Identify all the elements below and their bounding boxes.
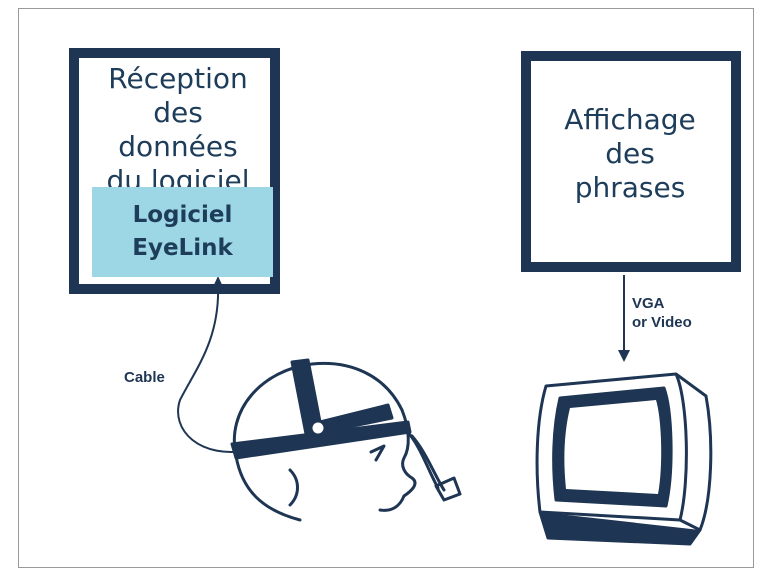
vga-arrowhead	[618, 350, 630, 362]
head-with-headset-drawing	[230, 358, 462, 522]
connector-dot	[275, 214, 279, 218]
vga-label: VGA or Video	[632, 295, 692, 331]
connector-dot	[275, 248, 279, 252]
reception-computer-box	[69, 48, 280, 294]
display-box-label: Affichage des phrases	[564, 103, 696, 204]
cable-line	[177, 284, 251, 453]
monitor-drawing	[535, 372, 713, 546]
eyelink-software-badge: Logiciel EyeLink	[92, 187, 273, 277]
display-computer-box	[521, 51, 741, 272]
cable-label: Cable	[124, 369, 165, 386]
reception-box-label: Réception des données du logiciel	[106, 62, 250, 190]
cable-arrowhead	[212, 276, 224, 289]
